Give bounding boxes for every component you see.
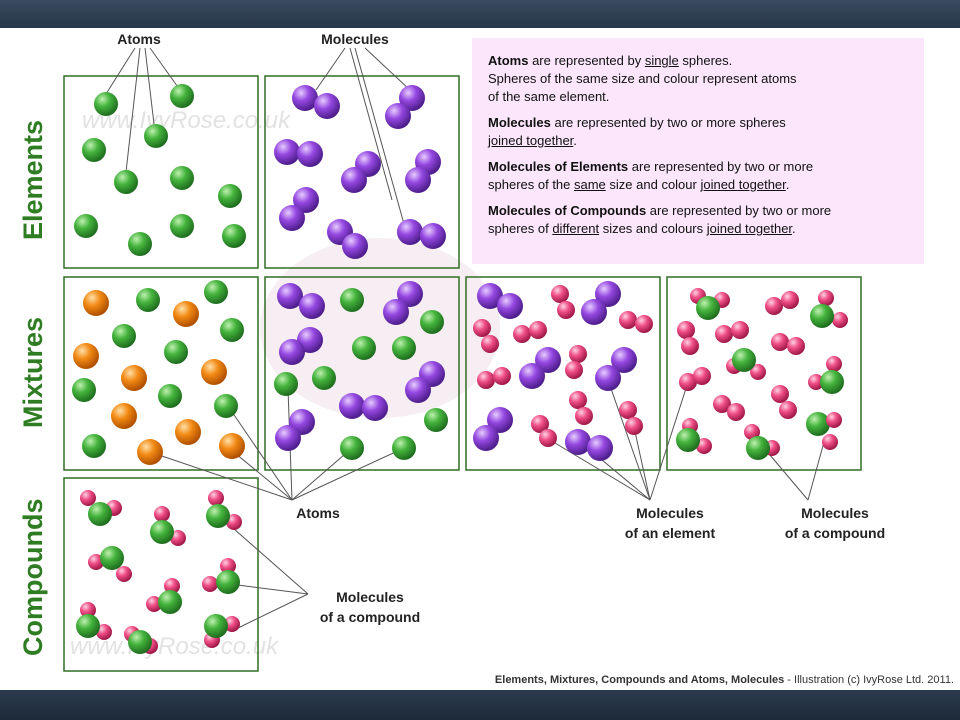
background-flower [260,238,500,418]
atom [170,166,194,190]
top-bar [0,0,960,28]
elements-molecules-group [274,85,446,259]
credit-line: Elements, Mixtures, Compounds and Atoms,… [388,674,954,686]
info-underline: joined together [488,133,574,148]
box-elements-molecules [264,75,460,269]
info-text: size and colour [605,177,701,192]
label-molecules-compound-left-1: Molecules [336,589,404,605]
label-molecules-compound-left-2: of a compound [320,609,420,625]
info-text: are represented by two or more [646,203,832,218]
mixture-molecules-group [473,281,653,461]
atom [114,170,138,194]
row-label-elements: Elements [18,120,48,240]
info-atoms-term: Atoms [488,53,529,68]
box-compounds [63,477,259,672]
bottom-bar [0,690,960,720]
info-text: sizes and colours [599,221,707,236]
info-atoms: Atoms are represented by single spheres.… [488,52,914,106]
label-atoms-bottom: Atoms [296,505,340,521]
row-label-compounds: Compounds [18,499,48,656]
info-underline: same [574,177,606,192]
info-panel: Atoms are represented by single spheres.… [472,38,924,264]
atom [82,138,106,162]
label-molecules-compound-right-1: Molecules [801,505,869,521]
info-text: Spheres of the same size and colour repr… [488,71,797,86]
slide: www.IvyRose.co.uk www.IvyRose.co.uk Elem… [0,28,960,690]
info-text: . [792,221,796,236]
info-text: spheres of the [488,177,574,192]
info-text: spheres of [488,221,553,236]
info-underline: joined together [706,221,793,236]
info-text: are represented by [528,53,645,68]
atom [222,224,246,248]
info-text: . [573,133,577,148]
info-underline: joined together [700,177,786,192]
atom [94,92,118,116]
credit-title: Elements, Mixtures, Compounds and Atoms,… [494,674,785,686]
credit-rest: - Illustration (c) IvyRose Ltd. 2011. [784,674,954,686]
info-molecules-elements-term: Molecules of Elements [488,159,629,174]
label-molecules-compound-right-2: of a compound [785,525,885,541]
info-molecules-elements: Molecules of Elements are represented by… [488,158,914,194]
info-text: are represented by two or more [628,159,814,174]
info-text: . [785,177,790,192]
atom [74,214,98,238]
info-text: spheres. [678,53,733,68]
atom [170,214,194,238]
compounds-group [76,490,242,654]
info-molecules-compounds-term: Molecules of Compounds [488,203,647,218]
info-text: are represented by two or more spheres [550,115,786,130]
diagram: www.IvyRose.co.uk www.IvyRose.co.uk Elem… [18,31,885,672]
info-underline: different [552,221,600,236]
atom [128,232,152,256]
atom [170,84,194,108]
atom [144,124,168,148]
box-mixture-atoms-molecules [264,276,460,471]
elements-atoms-group [74,84,246,256]
info-molecules-compounds: Molecules of Compounds are represented b… [488,202,914,238]
label-molecules-element-2: of an element [625,525,716,541]
atom [218,184,242,208]
box-mixture-atoms [63,276,259,471]
mixture-compounds-group [676,288,848,460]
info-underline: single [644,53,679,68]
info-molecules-term: Molecules [488,115,551,130]
label-molecules-element-1: Molecules [636,505,704,521]
box-mixture-compounds [666,276,862,471]
watermark-top: www.IvyRose.co.uk [82,107,292,134]
pointer-lines [105,47,825,629]
label-atoms-top: Atoms [117,31,161,47]
label-molecules-top: Molecules [321,31,389,47]
row-label-mixtures: Mixtures [18,317,48,428]
mixture-atoms-molecules-group [274,281,448,460]
info-molecules: Molecules are represented by two or more… [488,114,914,150]
mixture-atoms-group [72,280,245,465]
info-text: of the same element. [488,89,610,104]
box-elements-atoms [63,75,259,269]
box-mixture-molecules [465,276,661,471]
